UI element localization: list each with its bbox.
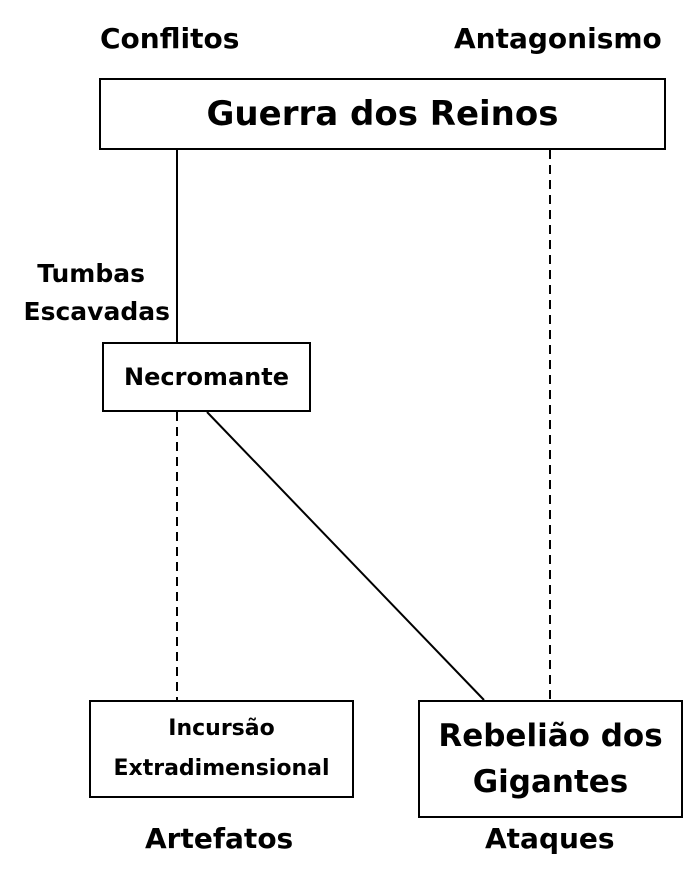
label-ataques: Ataques [485,822,615,855]
label-tumbas-line: Tumbas [37,259,145,288]
node-guerra-dos-reinos: Guerra dos Reinos [99,78,666,150]
node-rebeliao-line1: Rebelião dos [438,718,663,754]
node-necromante: Necromante [102,342,311,412]
label-antagonismo: Antagonismo [454,22,662,55]
edge-necromante-to-rebeliao [206,411,485,701]
node-incursao-extradimensional: Incursão Extradimensional [89,700,354,798]
node-incursao-line2: Extradimensional [113,756,330,781]
label-tumbas-escavadas: Tumbas Escavadas [0,255,170,331]
label-escavadas-line: Escavadas [23,297,170,326]
node-rebeliao-line2: Gigantes [472,764,629,800]
node-rebeliao-dos-gigantes: Rebelião dos Gigantes [418,700,683,818]
label-conflitos: Conflitos [100,22,240,55]
node-incursao-line1: Incursão [168,716,275,741]
label-artefatos: Artefatos [145,822,294,855]
